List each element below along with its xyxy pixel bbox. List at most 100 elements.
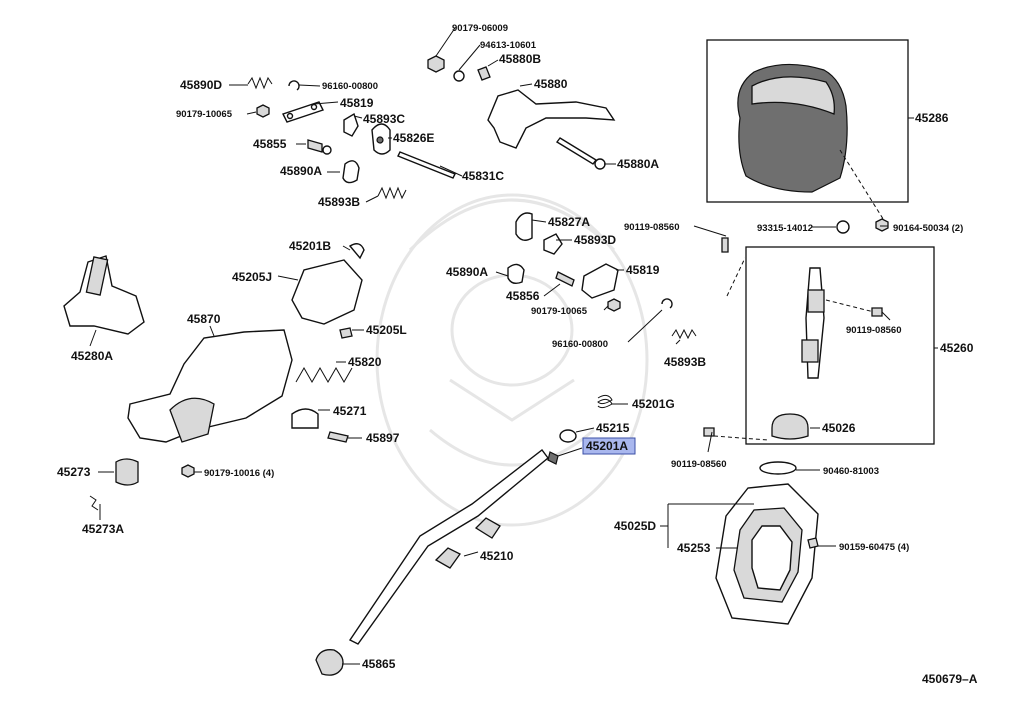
label-45893C[interactable]: 45893C — [363, 112, 405, 126]
label-45205J[interactable]: 45205J — [232, 270, 272, 284]
label-45880B[interactable]: 45880B — [499, 52, 541, 66]
washer-94613-10601 — [453, 70, 465, 82]
label-45856[interactable]: 45856 — [506, 289, 540, 303]
nut-90179-10016 — [181, 464, 195, 478]
label-45890A-top[interactable]: 45890A — [280, 164, 322, 178]
label-45201A[interactable]: 45201A — [586, 439, 628, 453]
clip-45273A — [89, 495, 99, 511]
label-45819-mid[interactable]: 45819 — [626, 263, 660, 277]
label-45893D[interactable]: 45893D — [574, 233, 616, 247]
bolt-90119-08560-low — [703, 427, 715, 437]
clip-96160-top — [288, 80, 300, 91]
clip-45890A-top — [342, 160, 360, 184]
main-shaft-group — [315, 394, 613, 676]
bracket-45271 — [291, 408, 319, 429]
bolt-45880A — [555, 137, 598, 165]
bolt-90119-08560-mid — [871, 307, 883, 317]
bolt-45205L — [339, 327, 353, 339]
rod-45831C — [397, 151, 456, 179]
nut-90179-10065-top — [256, 104, 270, 118]
highlight-45201A-box — [582, 437, 636, 455]
label-45893B-mid[interactable]: 45893B — [664, 355, 706, 369]
bearing-45026 — [771, 413, 809, 440]
bolt-90119-08560-top — [721, 237, 729, 253]
label-45880[interactable]: 45880 — [534, 77, 568, 91]
spring-45201G — [597, 394, 613, 409]
spring-45893B-top — [377, 186, 407, 200]
column-cover-group — [706, 39, 909, 223]
spring-45893B-mid — [671, 328, 697, 340]
bolt-45880B — [477, 66, 491, 81]
spring-45820 — [295, 366, 353, 384]
lock-mechanism-group — [507, 212, 697, 340]
label-93315-14012[interactable]: 93315-14012 — [757, 223, 813, 234]
label-45026[interactable]: 45026 — [822, 421, 856, 435]
boot-group — [715, 461, 819, 625]
bolt-45897 — [327, 431, 349, 443]
label-45201G[interactable]: 45201G — [632, 397, 675, 411]
column-tube-45870 — [127, 329, 293, 443]
label-45826E[interactable]: 45826E — [393, 131, 434, 145]
clip-45890A-mid — [507, 263, 525, 285]
label-45880A[interactable]: 45880A — [617, 157, 659, 171]
bracket-45819-mid — [581, 263, 619, 299]
label-45253[interactable]: 45253 — [677, 541, 711, 555]
label-45827A[interactable]: 45827A — [548, 215, 590, 229]
label-45025D[interactable]: 45025D — [614, 519, 656, 533]
label-45890D[interactable]: 45890D — [180, 78, 222, 92]
pin-45855 — [307, 139, 323, 153]
intermediate-shaft-frame — [745, 246, 935, 445]
label-90179-10065-mid[interactable]: 90179-10065 — [531, 306, 588, 317]
label-45865[interactable]: 45865 — [362, 657, 396, 671]
label-45890A-mid[interactable]: 45890A — [446, 265, 488, 279]
label-90179-06009[interactable]: 90179-06009 — [452, 23, 508, 34]
label-45831C[interactable]: 45831C — [462, 169, 504, 183]
label-90179-10065-top[interactable]: 90179-10065 — [176, 109, 233, 120]
collar-45273 — [115, 458, 139, 486]
lever-45880 — [487, 89, 616, 149]
pin-45856 — [555, 271, 575, 287]
spring-45890D — [247, 76, 273, 90]
label-45286[interactable]: 45286 — [915, 111, 949, 125]
label-45273A[interactable]: 45273A — [82, 522, 124, 536]
label-90119-08560-mid[interactable]: 90119-08560 — [846, 325, 901, 336]
bracket-45893D — [543, 233, 563, 255]
nut-90179-10065-mid — [607, 298, 621, 312]
label-45870[interactable]: 45870 — [187, 312, 221, 326]
bracket-45893C — [343, 112, 359, 137]
label-90164-50034[interactable]: 90164-50034 (2) — [893, 223, 963, 234]
label-45210[interactable]: 45210 — [480, 549, 514, 563]
label-45897[interactable]: 45897 — [366, 431, 400, 445]
tilt-bracket-45205J — [291, 259, 363, 325]
screw-93315-14012 — [836, 220, 850, 234]
label-90119-08560-low[interactable]: 90119-08560 — [671, 459, 726, 470]
lever-assembly-group — [247, 76, 456, 200]
clamp-90460-81003 — [759, 461, 797, 475]
part-labels: 90179-06009 94613-10601 45880B 45880 458… — [57, 23, 978, 686]
intermediate-shaft-group — [703, 218, 935, 445]
label-96160-00800-mid[interactable]: 96160-00800 — [552, 339, 608, 350]
label-45260[interactable]: 45260 — [940, 341, 974, 355]
label-45893B-top[interactable]: 45893B — [318, 195, 360, 209]
label-45271[interactable]: 45271 — [333, 404, 367, 418]
label-90119-08560-top[interactable]: 90119-08560 — [624, 222, 679, 233]
label-45273[interactable]: 45273 — [57, 465, 91, 479]
label-45201B[interactable]: 45201B — [289, 239, 331, 253]
label-94613-10601[interactable]: 94613-10601 — [480, 40, 537, 51]
label-45855[interactable]: 45855 — [253, 137, 287, 151]
diagram-code: 450679–A — [922, 672, 978, 686]
cam-45827A — [515, 212, 533, 241]
ring-45215 — [559, 429, 577, 443]
label-90159-60475[interactable]: 90159-60475 (4) — [839, 542, 909, 553]
label-96160-00800-top[interactable]: 96160-00800 — [322, 81, 378, 92]
label-45205L[interactable]: 45205L — [366, 323, 407, 337]
label-90460-81003[interactable]: 90460-81003 — [823, 466, 879, 477]
bolt-90164-50034 — [875, 218, 889, 232]
label-45215[interactable]: 45215 — [596, 421, 630, 435]
label-45280A[interactable]: 45280A — [71, 349, 113, 363]
label-45819-top[interactable]: 45819 — [340, 96, 374, 110]
label-45820[interactable]: 45820 — [348, 355, 382, 369]
label-90179-10016[interactable]: 90179-10016 (4) — [204, 468, 274, 479]
clip-96160-mid — [661, 298, 673, 309]
